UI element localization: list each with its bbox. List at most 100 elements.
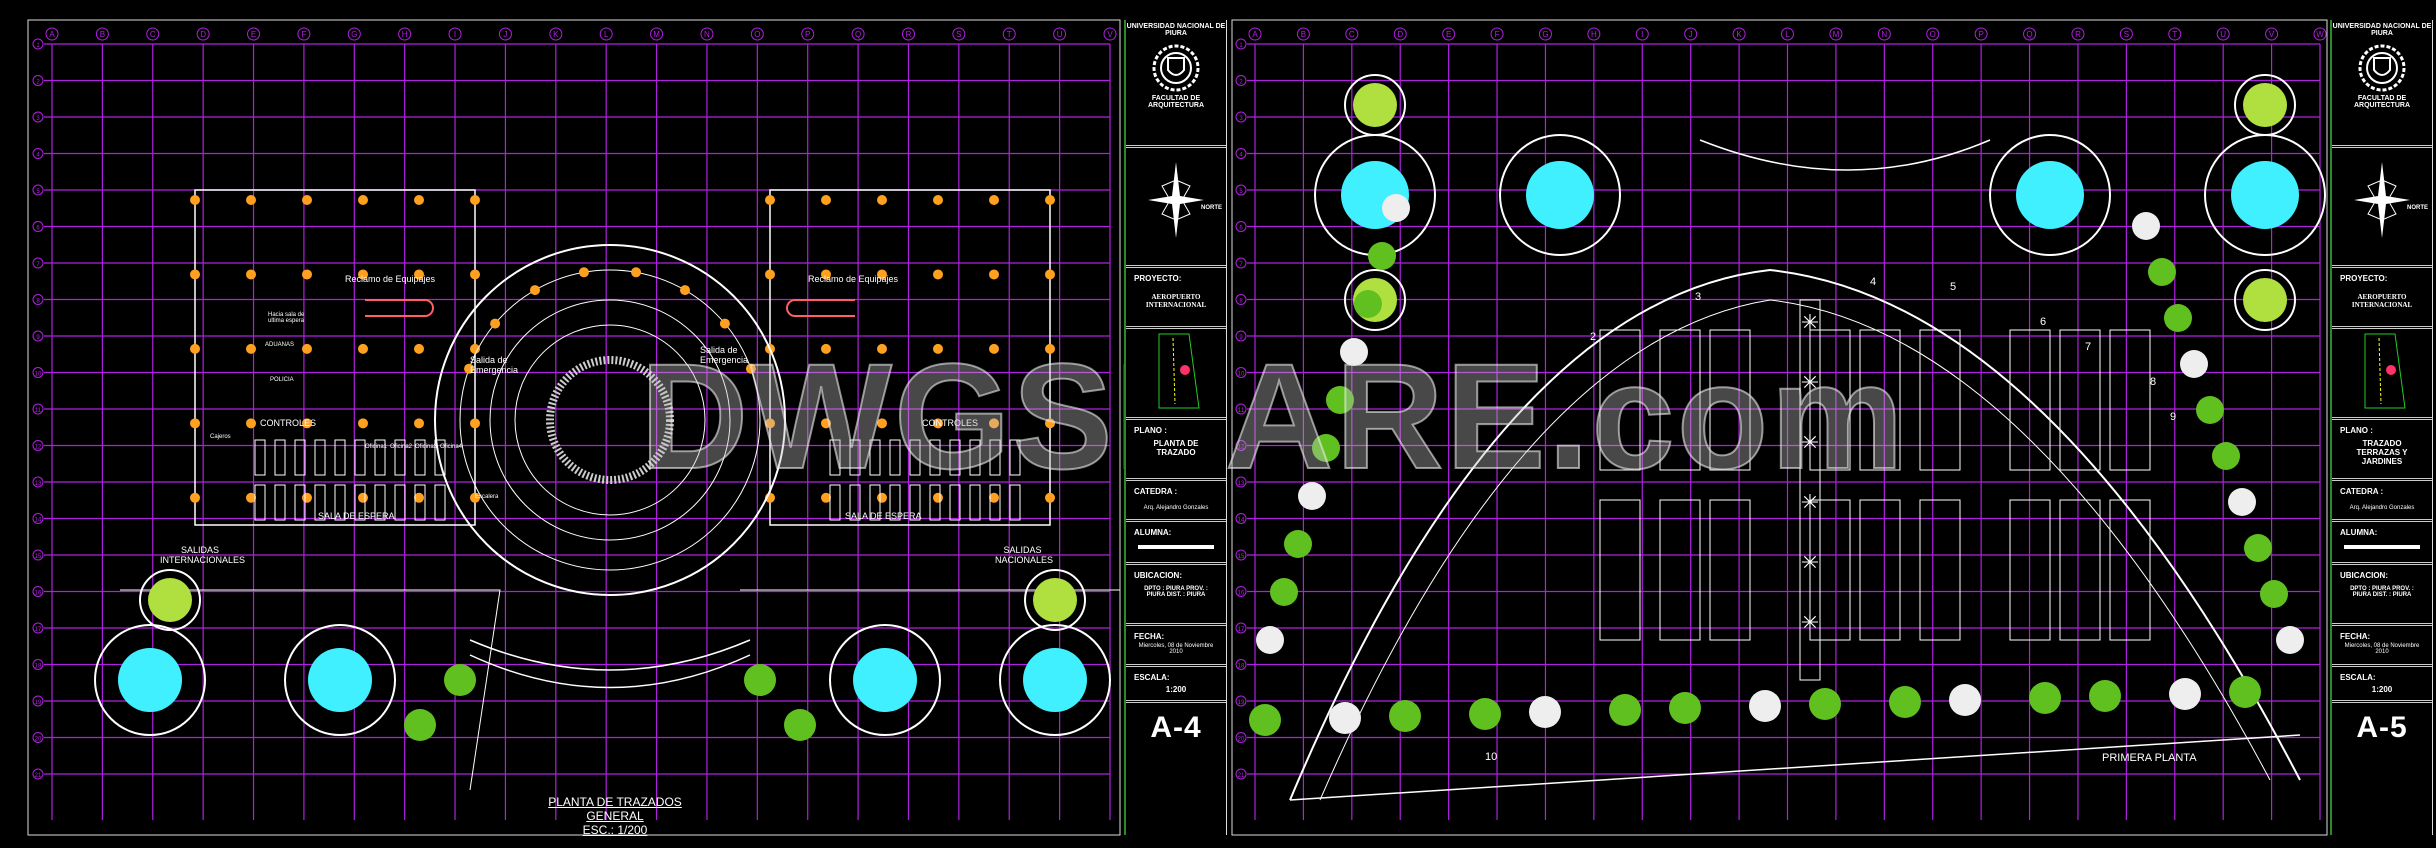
grid-bubble <box>32 695 44 707</box>
grid-bubble <box>1877 27 1891 41</box>
grid-bubble <box>1235 111 1247 123</box>
terminal-wing <box>194 189 476 526</box>
parking-zone-number: 8 <box>2150 376 2156 388</box>
parking-zone-number: 3 <box>1695 291 1701 303</box>
waiting-seat-row <box>374 439 386 476</box>
label-sala-espera-right: SALA DE ESPERA <box>845 511 922 521</box>
tree-icon <box>2276 626 2304 654</box>
structural-column <box>414 418 424 429</box>
parking-row <box>1809 499 1851 641</box>
alumna-label: ALUMNA: <box>1134 528 1172 537</box>
label-hacia-sala: Hacia sala de ultima espera <box>268 312 305 324</box>
waiting-seat-row <box>294 439 306 476</box>
grid-column-label: R <box>906 30 912 39</box>
grid-bubble <box>1974 27 1988 41</box>
grid-bubble <box>247 27 261 41</box>
central-rotunda-ring <box>514 324 706 516</box>
grid-bubble <box>1235 586 1247 597</box>
grid-row-label: 11 <box>1238 408 1245 414</box>
tree-icon <box>2196 396 2224 424</box>
grid-column-label: A <box>1252 30 1258 39</box>
structural-column <box>821 418 831 429</box>
catedra-label: CATEDRA : <box>2340 487 2384 496</box>
parking-zone-number: 5 <box>1950 281 1956 293</box>
terrace-outline <box>120 589 1120 791</box>
ubicacion-value: DPTO : PIURA PROV. : PIURA DIST. : PIURA <box>1144 586 1208 598</box>
grid-bubble <box>32 732 44 743</box>
waiting-seat-row <box>889 484 901 521</box>
palm-tree-icon: ✳ <box>1801 370 1819 395</box>
grid-bubble <box>1235 330 1247 342</box>
structural-column <box>358 195 368 205</box>
grid-column-label: S <box>2124 30 2129 39</box>
parking-zone-number: 7 <box>2085 341 2091 353</box>
tree-icon <box>1669 692 1701 724</box>
structural-column <box>302 269 312 280</box>
university-section: UNIVERSIDAD NACIONAL DE PIURA FACULTAD D… <box>2332 20 2432 148</box>
grid-row-label: 2 <box>36 80 40 86</box>
waiting-seat-row <box>989 484 1001 521</box>
grid-bubble <box>549 27 563 41</box>
waiting-seat-row <box>374 484 386 521</box>
grid-row-label: 17 <box>35 627 42 633</box>
grid-bubble <box>95 27 109 41</box>
grid-bubble <box>32 294 44 305</box>
grid-bubble <box>1442 27 1456 41</box>
structural-column <box>989 195 999 205</box>
sheet-number-section: A-4 <box>1126 703 1226 745</box>
grid-row-label: 10 <box>1238 372 1245 378</box>
grid-bubble <box>32 148 44 159</box>
structural-column <box>719 318 730 329</box>
grid-column-label: U <box>2220 30 2226 39</box>
grid-column-label: E <box>251 30 256 39</box>
parking-zone-number: 9 <box>2170 411 2176 423</box>
waiting-seat-row <box>354 439 366 476</box>
fountain-water-icon <box>1526 161 1594 229</box>
fountain-ring <box>94 624 206 736</box>
grid-column-label: N <box>1881 30 1887 39</box>
grid-bubble <box>1732 27 1746 41</box>
grid-row-label: 14 <box>1238 518 1245 524</box>
structural-column <box>414 269 424 280</box>
fecha-label: FECHA: <box>1134 632 1165 641</box>
tree-icon <box>2164 304 2192 332</box>
waiting-seat-row <box>394 439 406 476</box>
structural-column <box>246 269 256 280</box>
grid-row-label: 5 <box>36 189 40 195</box>
university-seal-icon <box>1152 44 1200 92</box>
grid-row-label: 6 <box>36 226 40 232</box>
grid-row-label: 20 <box>35 737 42 743</box>
alumna-bar <box>1138 545 1214 549</box>
tree-icon <box>2169 678 2201 710</box>
label-sala-espera-left: SALA DE ESPERA <box>318 511 395 521</box>
planter-ring <box>2234 269 2296 331</box>
grid-bubble <box>750 27 764 41</box>
structural-column <box>190 269 200 280</box>
structural-column <box>246 343 256 354</box>
grid-column-label: D <box>1397 30 1403 39</box>
palm-tree-icon: ✳ <box>1801 490 1819 515</box>
structural-column <box>821 269 831 280</box>
structural-column <box>1045 195 1055 205</box>
grid-bubble <box>448 27 462 41</box>
grid-column-label: L <box>604 30 609 39</box>
grid-bubble <box>32 184 44 196</box>
planter-tree-icon <box>2243 278 2287 322</box>
grid-row-label: 5 <box>1239 189 1243 195</box>
grid-bubble <box>1235 367 1247 378</box>
grid-bubble <box>498 27 512 41</box>
tree-icon <box>1249 704 1281 736</box>
grid-row-label: 4 <box>36 153 40 159</box>
waiting-seat-row <box>1009 484 1021 521</box>
structural-column <box>578 267 589 278</box>
alumna-label: ALUMNA: <box>2340 528 2378 537</box>
waiting-seat-row <box>929 439 941 476</box>
alumna-bar <box>2344 545 2420 549</box>
grid-bubble <box>1345 27 1359 41</box>
grid-row-label: 16 <box>35 591 42 597</box>
tree-icon <box>2148 258 2176 286</box>
central-rotunda-ring <box>489 299 731 541</box>
grid-bubble <box>32 513 44 524</box>
grid-column-label: C <box>150 30 156 39</box>
